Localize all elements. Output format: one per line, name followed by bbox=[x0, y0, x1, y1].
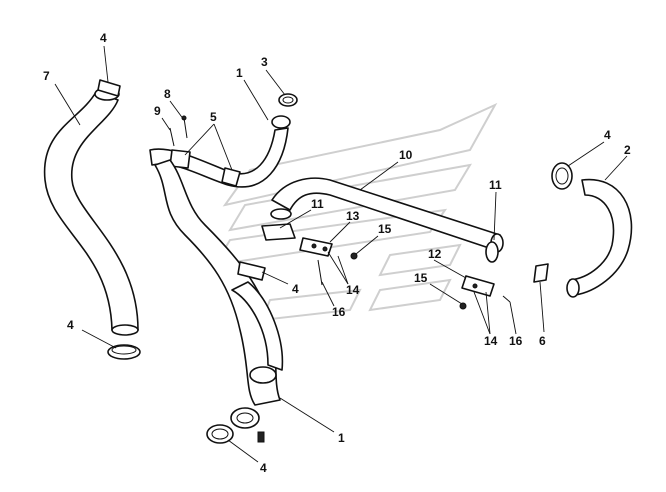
pipe-part-1-upper bbox=[149, 115, 291, 188]
callout-4-right: 4 bbox=[604, 128, 611, 142]
callout-16-right: 16 bbox=[509, 334, 523, 348]
callout-10: 10 bbox=[399, 148, 413, 162]
bolt-part-16-left bbox=[317, 259, 323, 286]
bracket-part-12 bbox=[461, 275, 495, 297]
callout-1-lower: 1 bbox=[338, 431, 345, 445]
callout-4-bottom: 4 bbox=[260, 461, 267, 475]
callout-16-left: 16 bbox=[332, 305, 346, 319]
callout-15-left: 15 bbox=[378, 222, 392, 236]
hose-part-2 bbox=[566, 178, 633, 298]
callout-11-left: 11 bbox=[311, 197, 324, 211]
connector-part-6 bbox=[533, 263, 549, 283]
nut-part-15-left bbox=[350, 252, 358, 260]
callout-11-right: 11 bbox=[489, 178, 502, 192]
nut-part-15-right bbox=[459, 302, 467, 310]
callout-5: 5 bbox=[210, 110, 217, 124]
clamp-part-4-middle bbox=[237, 261, 266, 281]
bolt-part-16-right bbox=[502, 295, 511, 303]
screw-part-9 bbox=[169, 127, 175, 147]
callout-12: 12 bbox=[428, 247, 442, 261]
callout-14-right: 14 bbox=[484, 334, 498, 348]
callout-3: 3 bbox=[261, 55, 268, 69]
clamp-part-4-bottom bbox=[206, 424, 234, 444]
callout-15-right: 15 bbox=[414, 271, 428, 285]
callout-14-left: 14 bbox=[346, 283, 360, 297]
callout-9: 9 bbox=[154, 104, 161, 118]
callout-7: 7 bbox=[43, 69, 50, 83]
fitting-part-11-left bbox=[261, 223, 296, 241]
callout-4-bottom-left: 4 bbox=[67, 318, 74, 332]
callout-labels: 4 7 1 3 8 9 5 10 11 13 15 14 16 4 11 12 … bbox=[43, 31, 631, 475]
clamp-part-4-right bbox=[551, 162, 573, 190]
hose-part-1-lower bbox=[154, 159, 284, 443]
callout-6: 6 bbox=[539, 334, 546, 348]
callout-4-top-left: 4 bbox=[100, 31, 107, 45]
hose-part-7 bbox=[43, 87, 139, 336]
callout-4-middle: 4 bbox=[292, 282, 299, 296]
callout-2: 2 bbox=[624, 143, 631, 157]
callout-13: 13 bbox=[346, 209, 360, 223]
fitting-part-11-right bbox=[485, 241, 499, 263]
leader-lines bbox=[54, 45, 628, 463]
callout-8: 8 bbox=[164, 87, 171, 101]
clamp-part-4-top-left bbox=[97, 79, 121, 97]
clamp-part-3 bbox=[278, 93, 298, 107]
callout-1-upper: 1 bbox=[236, 66, 243, 80]
clamp-part-4-bottom-left bbox=[107, 344, 141, 360]
screw-part-8 bbox=[181, 115, 188, 139]
bracket-part-13 bbox=[299, 237, 333, 257]
